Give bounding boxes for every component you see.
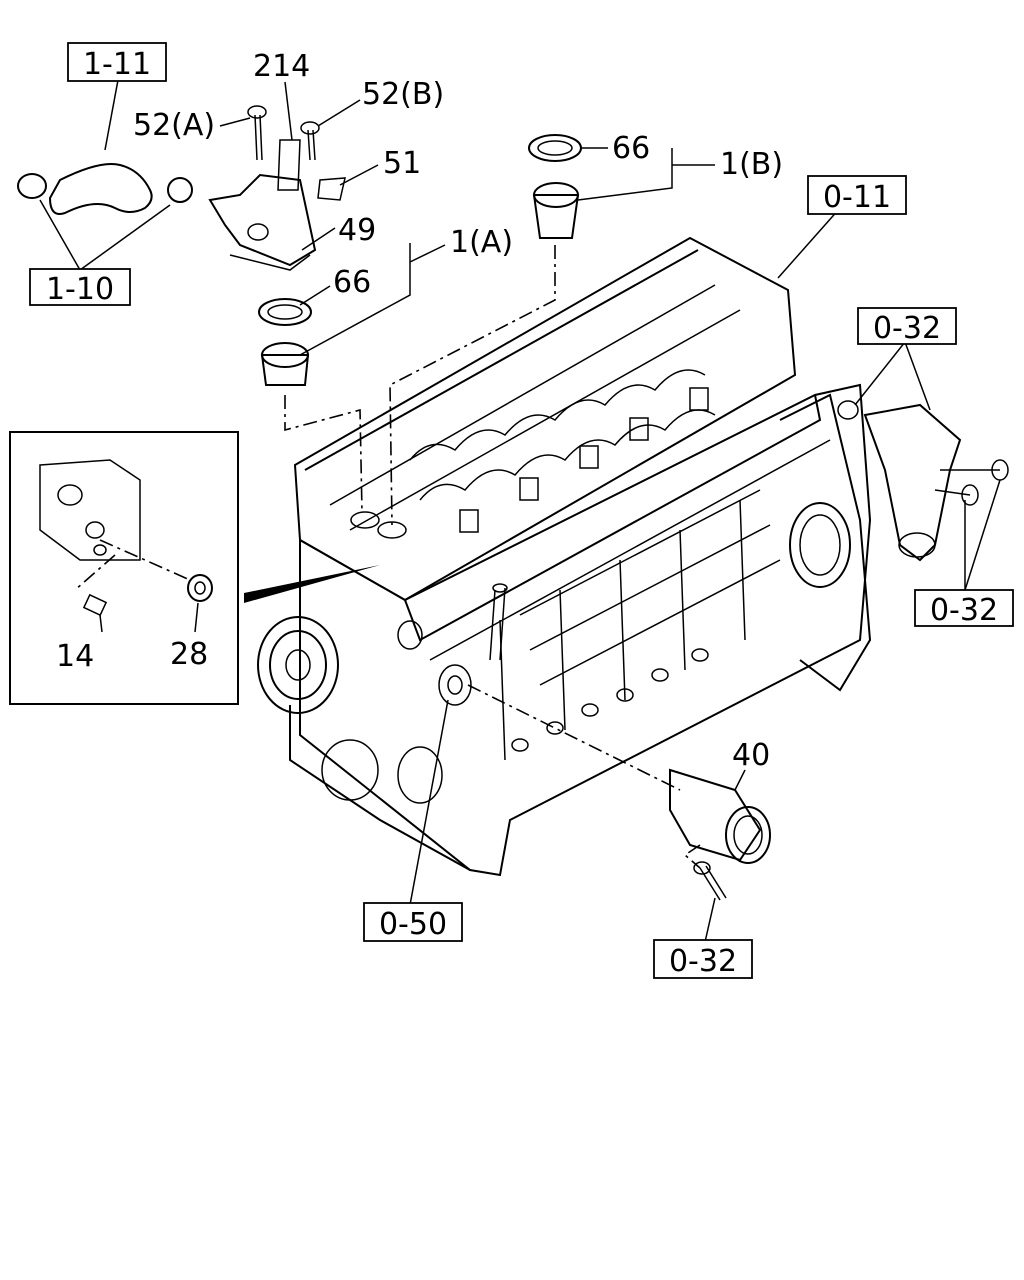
part-28-plug xyxy=(187,574,213,602)
water-outlet-40 xyxy=(669,768,771,901)
thermostat-1a xyxy=(258,298,312,386)
ref-box-0-32-top: 0-32 xyxy=(857,307,957,346)
label-40: 40 xyxy=(732,738,770,773)
inset-pointer-arrow xyxy=(244,565,380,603)
label-51: 51 xyxy=(383,146,421,181)
ref-box-0-11: 0-11 xyxy=(807,175,907,215)
ref-box-0-50: 0-50 xyxy=(363,902,463,942)
svg-text:0-32: 0-32 xyxy=(930,593,998,628)
part-14-plug xyxy=(82,593,108,617)
detail-inset xyxy=(9,431,239,705)
thermostat-housing-assembly xyxy=(17,105,346,271)
svg-text:0-32: 0-32 xyxy=(669,944,737,979)
ref-box-0-32-right: 0-32 xyxy=(914,589,1014,628)
label-49: 49 xyxy=(338,213,376,248)
label-66-right: 66 xyxy=(612,131,650,166)
svg-text:1-10: 1-10 xyxy=(46,272,114,307)
svg-text:0-11: 0-11 xyxy=(823,180,891,215)
ref-box-0-32-bottom: 0-32 xyxy=(653,939,753,979)
svg-text:0-32: 0-32 xyxy=(873,311,941,346)
label-28: 28 xyxy=(170,637,208,672)
label-1a: 1(A) xyxy=(450,225,513,260)
label-214: 214 xyxy=(253,49,310,84)
svg-text:0-50: 0-50 xyxy=(379,907,447,942)
label-52b: 52(B) xyxy=(362,77,444,112)
ref-box-1-10: 1-10 xyxy=(29,268,131,307)
thermostat-1b xyxy=(528,134,582,239)
leader-lines xyxy=(39,79,1001,943)
label-1b: 1(B) xyxy=(720,147,783,182)
label-66-left: 66 xyxy=(333,265,371,300)
label-14: 14 xyxy=(56,639,94,674)
engine-block-illustration xyxy=(257,236,872,877)
svg-text:1-11: 1-11 xyxy=(83,47,151,82)
ref-box-1-11: 1-11 xyxy=(67,42,167,82)
label-52a: 52(A) xyxy=(133,108,215,143)
water-pipe-assembly xyxy=(837,400,1009,562)
